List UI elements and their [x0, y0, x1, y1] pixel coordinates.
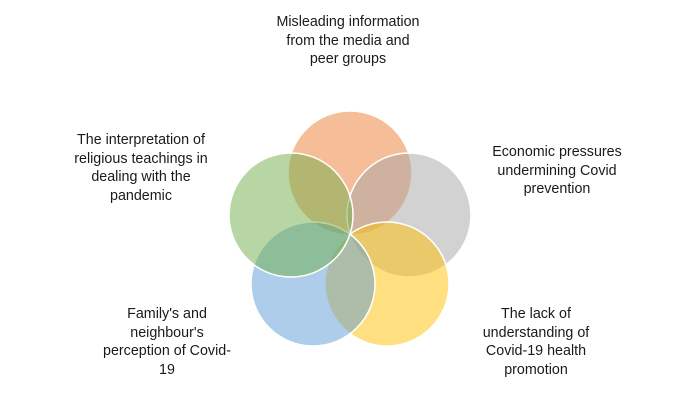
label-misleading-information: Misleading information from the media an… [276, 14, 420, 67]
label-family-perception: Family's and neighbour's perception of C… [103, 306, 231, 378]
label-religious-teachings: The interpretation of religious teaching… [74, 132, 208, 204]
religious-teachings-circle [228, 152, 354, 278]
label-economic-pressures: Economic pressures undermining Covid pre… [492, 144, 622, 197]
label-lack-of-understanding: The lack of understanding of Covid-19 he… [482, 306, 590, 378]
